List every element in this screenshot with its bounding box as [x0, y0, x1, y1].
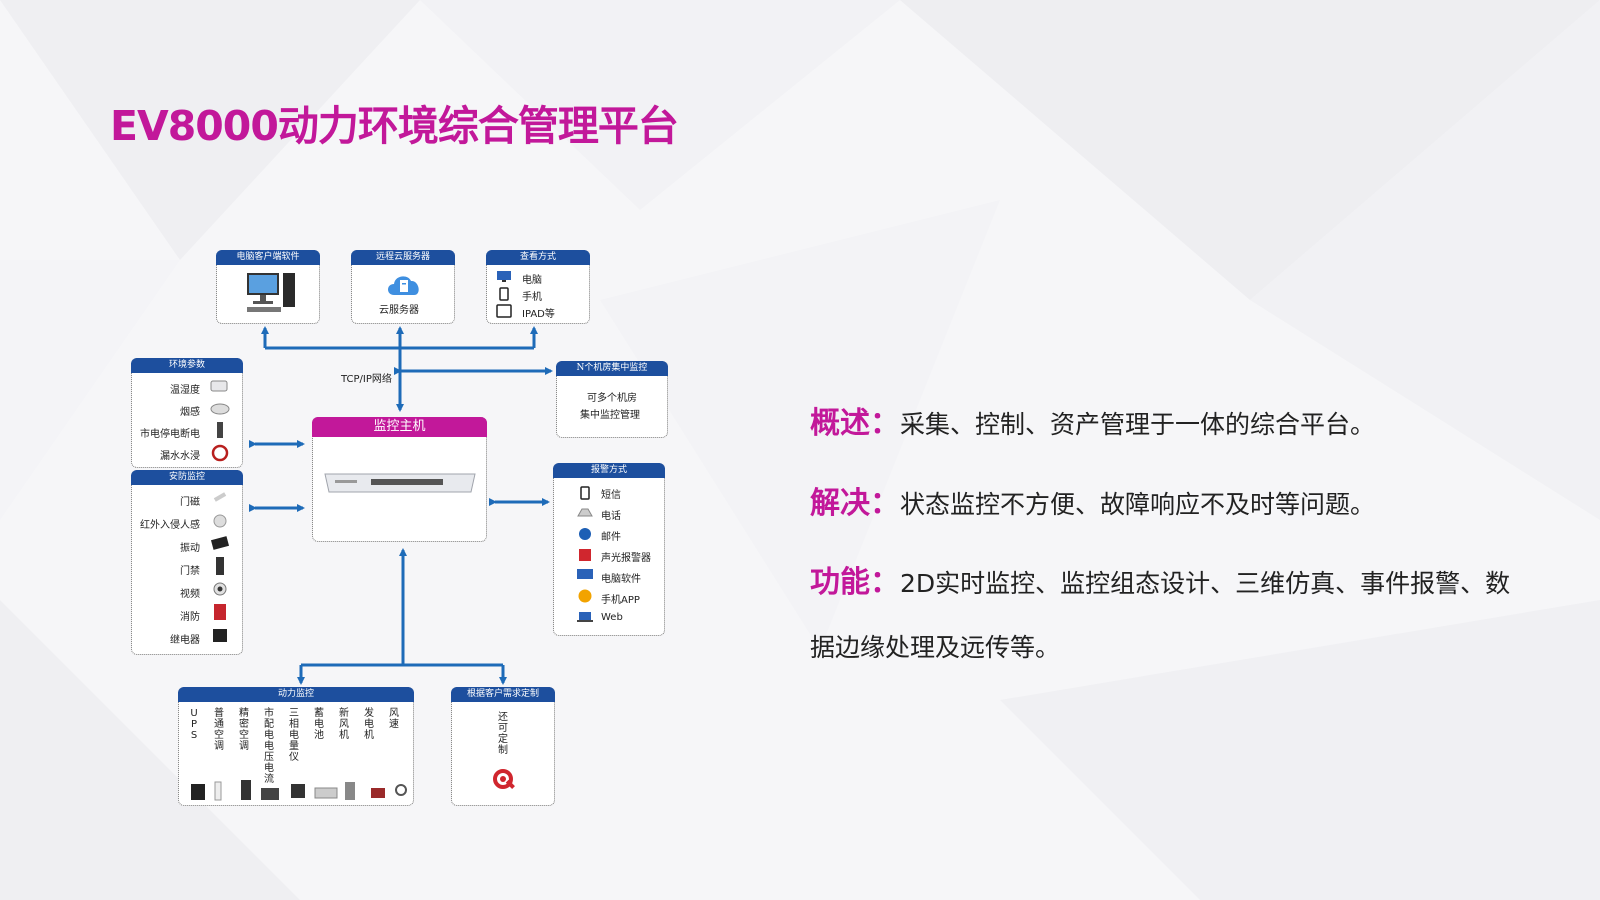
- alarm-methods-box: 报警方式 短信 电话 邮件 声光报警器 电脑软件 手机APP Web: [553, 463, 665, 636]
- temp-humidity-sensor-icon: [210, 380, 228, 392]
- env-item: 漏水水浸: [160, 451, 200, 462]
- sms-phone-icon: [580, 486, 590, 500]
- security-item: 振动: [180, 543, 200, 554]
- pc-client-box: 电脑客户端软件: [216, 250, 320, 324]
- custom-label: 还可定制: [498, 712, 508, 756]
- security-item: 门磁: [180, 497, 200, 508]
- security-item: 继电器: [170, 635, 200, 646]
- door-contact-icon: [213, 492, 227, 502]
- alarm-item: 声光报警器: [601, 553, 651, 564]
- overview-key: 概述: [810, 406, 870, 441]
- view-method-item: 电脑: [522, 275, 542, 286]
- view-methods-box: 查看方式 电脑 手机 IPAD等: [486, 250, 590, 324]
- security-item: 消防: [180, 612, 200, 623]
- view-methods-header: 查看方式: [486, 250, 590, 265]
- page-title: EV8000动力环境综合管理平台: [110, 102, 679, 150]
- security-header: 安防监控: [131, 470, 243, 485]
- cloud-server-icon: [388, 276, 419, 295]
- power-failure-sensor-icon: [217, 422, 223, 438]
- env-params-header: 环境参数: [131, 358, 243, 373]
- tablet-icon: [496, 304, 512, 318]
- smoke-detector-icon: [210, 403, 230, 415]
- gear-wrench-icon: [493, 769, 515, 789]
- function-key: 功能: [810, 565, 870, 600]
- function-text: 2D实时监控、监控组态设计、三维仿真、事件报警、数: [900, 569, 1511, 598]
- alarm-methods-header: 报警方式: [553, 463, 665, 478]
- monitor-icon: [497, 271, 511, 282]
- env-item: 温湿度: [170, 385, 200, 396]
- pc-client-header: 电脑客户端软件: [216, 250, 320, 265]
- alarm-item: 短信: [601, 490, 621, 501]
- power-column: 三相电量仪: [289, 708, 299, 763]
- function-line-2: 据边缘处理及远传等。: [810, 633, 1061, 662]
- fire-alarm-icon: [214, 604, 226, 620]
- water-leak-sensor-icon: [211, 444, 229, 462]
- custom-header: 根据客户需求定制: [451, 687, 555, 702]
- cloud-server-header: 远程云服务器: [351, 250, 455, 265]
- email-icon: [579, 528, 591, 540]
- monitoring-host-box: 监控主机: [312, 417, 487, 542]
- custom-box: 根据客户需求定制 还可定制: [451, 687, 555, 806]
- alarm-item: 电话: [601, 511, 621, 522]
- env-item: 市电停电断电: [140, 429, 200, 440]
- view-method-item: 手机: [522, 292, 542, 303]
- power-column: 精密空调: [239, 708, 249, 752]
- n-rooms-box: N个机房集中监控 可多个机房 集中监控管理: [556, 361, 668, 438]
- n-rooms-line: 可多个机房: [587, 393, 637, 404]
- power-equipment-icons: [191, 780, 407, 801]
- security-item: 门禁: [180, 566, 200, 577]
- solve-key: 解决: [810, 486, 870, 521]
- alarm-item: Web: [601, 612, 623, 623]
- view-method-item: IPAD等: [522, 309, 555, 320]
- overview-text: 采集、控制、资产管理于一体的综合平台。: [900, 410, 1376, 439]
- solve-text: 状态监控不方便、故障响应不及时等问题。: [900, 490, 1376, 519]
- network-label: TCP/IP网络: [341, 374, 392, 385]
- power-column: 普通空调: [214, 708, 224, 752]
- alarm-item: 邮件: [601, 532, 621, 543]
- security-item: 红外入侵人感: [140, 520, 200, 531]
- phone-icon: [499, 287, 509, 301]
- solve-line: 解决：状态监控不方便、故障响应不及时等问题。: [810, 486, 1376, 521]
- cloud-server-label: 云服务器: [379, 305, 419, 316]
- monitoring-host-header: 监控主机: [312, 417, 487, 437]
- power-column: 发电机: [364, 708, 374, 741]
- overview-line: 概述：采集、控制、资产管理于一体的综合平台。: [810, 406, 1376, 441]
- n-rooms-line: 集中监控管理: [580, 410, 640, 421]
- siren-alarm-icon: [579, 549, 591, 561]
- n-rooms-header: N个机房集中监控: [556, 361, 668, 376]
- alarm-item: 手机APP: [601, 595, 640, 606]
- security-item: 视频: [180, 589, 200, 600]
- telephone-icon: [577, 508, 593, 517]
- power-column: UPS: [190, 708, 198, 741]
- function-line: 功能：2D实时监控、监控组态设计、三维仿真、事件报警、数: [810, 565, 1511, 600]
- security-box: 安防监控 门磁 红外入侵人感 振动 门禁 视频 消防 继电器: [131, 470, 243, 655]
- access-control-icon: [216, 557, 224, 575]
- env-item: 烟感: [180, 407, 200, 418]
- camera-icon: [213, 582, 227, 596]
- vibration-sensor-icon: [210, 536, 230, 550]
- computer-software-icon: [577, 569, 593, 579]
- desktop-computer-icon: [247, 273, 295, 312]
- power-monitoring-header: 动力监控: [178, 687, 414, 702]
- cloud-server-box: 远程云服务器 云服务器: [351, 250, 455, 324]
- web-laptop-icon: [577, 612, 593, 622]
- power-column: 蓄电池: [314, 708, 324, 741]
- power-monitoring-box: 动力监控 UPS 普通空调 精密空调 市配电电压电流 三相电量仪 蓄电池 新风机…: [178, 687, 414, 806]
- power-column: 市配电电压电流: [264, 708, 274, 785]
- relay-icon: [213, 629, 227, 642]
- infrared-sensor-icon: [213, 514, 227, 528]
- rack-server-icon: [324, 473, 476, 493]
- alarm-item: 电脑软件: [601, 574, 641, 585]
- mobile-app-icon: [578, 589, 592, 603]
- power-column: 风速: [389, 708, 399, 730]
- power-column: 新风机: [339, 708, 349, 741]
- env-params-box: 环境参数 温湿度 烟感 市电停电断电 漏水水浸: [131, 358, 243, 468]
